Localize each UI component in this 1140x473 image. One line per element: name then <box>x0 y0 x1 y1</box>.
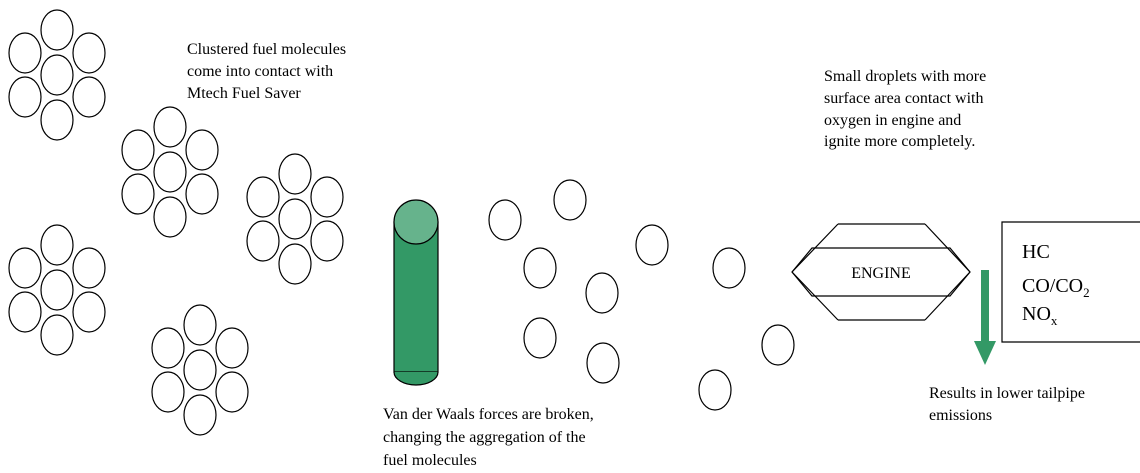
molecule <box>215 327 249 369</box>
engine-edge <box>791 271 839 321</box>
molecule <box>8 32 42 74</box>
molecule <box>72 76 106 118</box>
caption-line: Results in lower tailpipe <box>929 385 1085 402</box>
molecule <box>246 220 280 262</box>
molecule <box>310 176 344 218</box>
fuel-droplet <box>553 179 587 221</box>
molecule <box>183 349 217 391</box>
down-arrow-icon <box>974 270 996 365</box>
molecule <box>278 153 312 195</box>
molecule <box>185 129 219 171</box>
molecule <box>278 198 312 240</box>
molecule <box>151 327 185 369</box>
emission-nox: NOx <box>1022 303 1058 328</box>
fuel-droplet <box>712 247 746 289</box>
fuel-droplet <box>488 199 522 241</box>
cylinder-base <box>393 371 439 386</box>
fuel-droplet <box>585 272 619 314</box>
emission-nox-subscript: x <box>1051 313 1058 328</box>
molecule <box>8 76 42 118</box>
emission-hc: HC <box>1022 241 1050 263</box>
molecule <box>72 32 106 74</box>
fuel-droplet <box>635 224 669 266</box>
fuel-droplets <box>488 179 795 411</box>
engine-edge <box>924 271 971 321</box>
arrow-shaft <box>981 270 989 342</box>
molecule <box>183 304 217 346</box>
fuel-droplet <box>761 324 795 366</box>
molecule <box>8 247 42 289</box>
caption-line: come into contact with <box>187 63 333 80</box>
caption-line: Van der Waals forces are broken, <box>383 406 594 423</box>
molecule <box>40 269 74 311</box>
emissions-box-outline <box>1001 221 1140 343</box>
caption-results: Results in lower tailpipe emissions <box>929 385 1089 424</box>
fuel-droplet <box>523 317 557 359</box>
molecule <box>40 99 74 141</box>
molecule-cluster <box>151 304 249 436</box>
molecule <box>40 54 74 96</box>
caption-line: Mtech Fuel Saver <box>187 85 301 102</box>
fuel-droplet <box>523 247 557 289</box>
molecule <box>72 247 106 289</box>
caption-line: fuel molecules <box>383 452 477 469</box>
caption-line: oxygen in engine and <box>824 112 961 129</box>
arrow-head <box>974 341 996 365</box>
molecule-cluster <box>121 106 219 238</box>
molecule <box>153 151 187 193</box>
caption-van-der-waals: Van der Waals forces are broken, changin… <box>383 406 598 469</box>
caption-line: emissions <box>929 407 992 424</box>
molecule <box>40 314 74 356</box>
cylinder-top <box>393 199 439 245</box>
caption-line: changing the aggregation of the <box>383 429 586 446</box>
caption-line: Small droplets with more <box>824 68 986 85</box>
fuel-saver-cylinder <box>393 199 439 386</box>
molecule-cluster <box>246 153 344 285</box>
emission-co-label: CO/CO <box>1022 275 1083 297</box>
molecule <box>183 394 217 436</box>
molecule-cluster <box>8 9 106 141</box>
caption-line: Clustered fuel molecules <box>187 41 346 58</box>
caption-clustered: Clustered fuel molecules come into conta… <box>187 41 350 102</box>
molecule <box>121 129 155 171</box>
molecule <box>121 173 155 215</box>
molecule <box>72 291 106 333</box>
emission-co-subscript: 2 <box>1083 285 1090 300</box>
emission-hc-label: HC <box>1022 241 1050 263</box>
molecule <box>185 173 219 215</box>
fuel-droplet <box>586 342 620 384</box>
molecule <box>278 243 312 285</box>
fuel-droplet <box>698 369 732 411</box>
molecule <box>215 371 249 413</box>
caption-droplets: Small droplets with more surface area co… <box>824 68 990 150</box>
molecule <box>8 291 42 333</box>
caption-line: ignite more completely. <box>824 133 975 150</box>
engine-label: ENGINE <box>851 265 911 282</box>
molecule <box>153 106 187 148</box>
molecule-clusters <box>8 9 344 436</box>
engine-shape: ENGINE <box>791 223 971 321</box>
molecule <box>40 9 74 51</box>
engine-edge <box>924 223 971 273</box>
molecule <box>246 176 280 218</box>
emissions-box: HC CO/CO2 NOx <box>1001 221 1140 343</box>
caption-line: surface area contact with <box>824 90 983 107</box>
molecule <box>40 224 74 266</box>
molecule <box>153 196 187 238</box>
emission-co: CO/CO2 <box>1022 275 1090 300</box>
engine-edge <box>791 223 839 273</box>
molecule <box>151 371 185 413</box>
molecule <box>310 220 344 262</box>
molecule-cluster <box>8 224 106 356</box>
emission-nox-label: NO <box>1022 303 1051 325</box>
